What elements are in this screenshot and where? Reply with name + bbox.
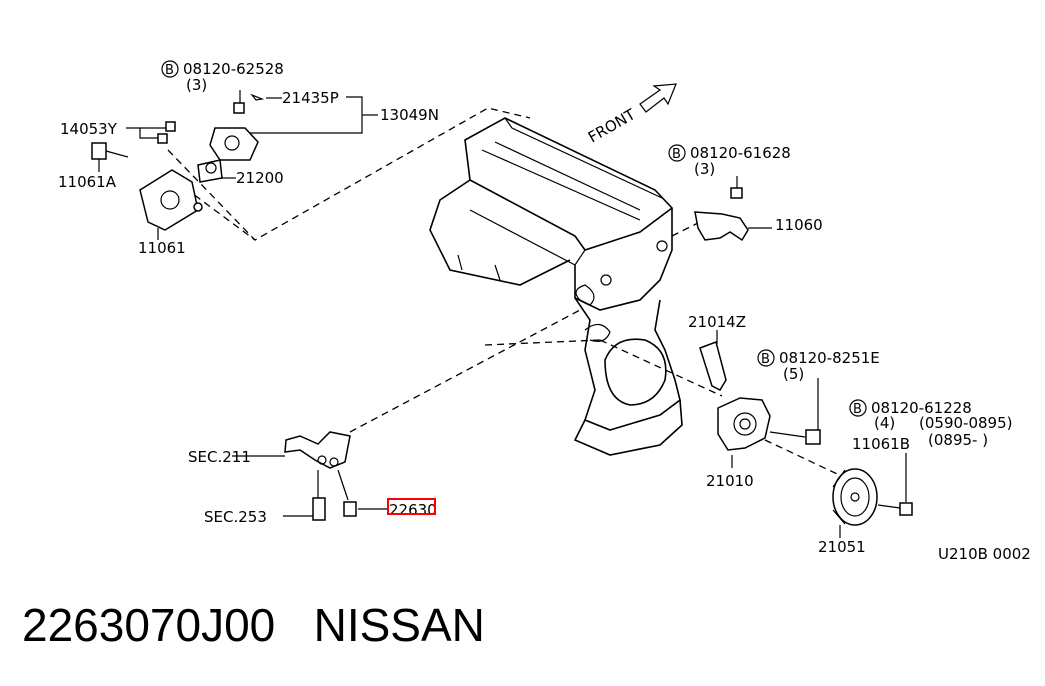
bolt-symbol-letter: B xyxy=(761,352,770,367)
qty-label-b2: (3) xyxy=(694,160,715,178)
front-label: FRONT xyxy=(585,105,639,147)
bolt-symbol-icon xyxy=(668,144,686,162)
bolt-symbol-icon xyxy=(757,349,775,367)
part-label-21435p[interactable]: 21435P xyxy=(282,89,339,107)
part-label-11061b[interactable]: 11061B xyxy=(852,435,910,453)
thermostat-group: B 08120-62528 (3) 21435P 13049N 21200 14… xyxy=(58,60,531,257)
part-label-11061[interactable]: 11061 xyxy=(138,239,186,257)
water-outlet-11061 xyxy=(139,169,199,231)
diagram-code: U210B 0002 xyxy=(938,545,1031,563)
part-label-21051[interactable]: 21051 xyxy=(818,538,866,556)
section-label-sec253[interactable]: SEC.253 xyxy=(204,508,267,526)
bolt-08120-62528 xyxy=(233,102,245,114)
footer-part-number: 2263070J00 xyxy=(22,599,276,651)
bolt-11061b xyxy=(899,502,913,516)
engine-block xyxy=(429,117,683,456)
water-pump-group: 21014Z 21010 B 08120-8251E (5) 21051 B 0… xyxy=(599,313,1012,556)
part-label-21010[interactable]: 21010 xyxy=(706,472,754,490)
temperature-sensor-22630 xyxy=(343,501,357,517)
bolt-symbol-letter: B xyxy=(672,147,681,162)
part-label-14053y[interactable]: 14053Y xyxy=(60,120,118,138)
part-label-11061a[interactable]: 11061A xyxy=(58,173,117,191)
water-pump-21010 xyxy=(717,397,771,451)
gasket-21014z xyxy=(699,341,727,391)
part-label-22630[interactable]: 22630 xyxy=(389,501,437,519)
date-range-2: (0895- ) xyxy=(928,431,988,449)
part-label-08120-62528[interactable]: 08120-62528 xyxy=(183,60,284,78)
footer-caption: 2263070J00 NISSAN xyxy=(22,598,485,652)
water-pipe-group: SEC.211 SEC.253 22630 xyxy=(188,309,601,526)
qty-label-b3: (5) xyxy=(783,365,804,383)
bolt-symbol-letter: B xyxy=(165,63,174,78)
date-range-1: (0590-0895) xyxy=(919,414,1012,432)
qty-label-b1: (3) xyxy=(186,76,207,94)
bolt-08120-8251e xyxy=(805,429,821,445)
water-pipe-sec211 xyxy=(284,431,351,469)
bolt-08120-61628 xyxy=(730,187,743,199)
bolt-11061a xyxy=(91,142,107,160)
footer-brand: NISSAN xyxy=(313,599,485,651)
front-arrow: FRONT xyxy=(585,83,677,147)
section-label-sec211[interactable]: SEC.211 xyxy=(188,448,251,466)
highlight-box xyxy=(387,498,436,515)
pulley-21051 xyxy=(832,468,878,526)
thermostat-housing xyxy=(209,127,259,161)
part-label-21200[interactable]: 21200 xyxy=(236,169,284,187)
water-inlet-11060 xyxy=(694,211,749,242)
bolt-symbol-icon xyxy=(849,399,867,417)
part-label-08120-8251e[interactable]: 08120-8251E xyxy=(779,349,880,367)
bolt-symbol-icon xyxy=(161,60,179,78)
outlet-11060-group: B 08120-61628 (3) 11060 xyxy=(668,144,823,242)
part-label-21014z[interactable]: 21014Z xyxy=(688,313,746,331)
part-label-11060[interactable]: 11060 xyxy=(775,216,823,234)
qty-label-b4: (4) xyxy=(874,414,895,432)
part-label-08120-61228[interactable]: 08120-61228 xyxy=(871,399,972,417)
sensor-sec253 xyxy=(312,497,326,521)
bolt-symbol-letter: B xyxy=(853,402,862,417)
part-label-13049n[interactable]: 13049N xyxy=(380,106,439,124)
part-label-08120-61628[interactable]: 08120-61628 xyxy=(690,144,791,162)
